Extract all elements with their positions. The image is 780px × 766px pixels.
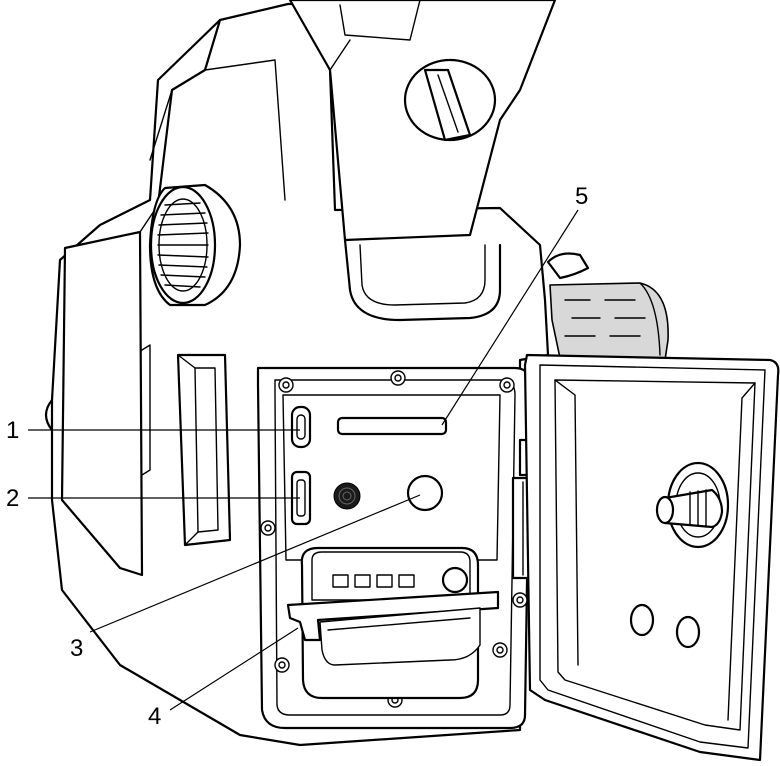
screw-6 <box>274 657 290 673</box>
callout-leaders <box>28 209 579 711</box>
leader-4 <box>169 627 299 711</box>
leader-3 <box>89 494 421 633</box>
compartment <box>256 366 532 730</box>
door-hole-left <box>629 603 655 637</box>
top-panel-line-2 <box>149 89 173 161</box>
callout-1: 1 <box>6 417 19 444</box>
compartment-plate <box>282 394 501 561</box>
battery-grip <box>319 607 481 666</box>
battery-latch <box>286 590 500 642</box>
threaded-socket <box>333 482 361 510</box>
screw-5 <box>512 592 528 608</box>
body-side-curve <box>44 398 54 432</box>
side-display-panel <box>60 230 144 577</box>
screw-3 <box>499 377 515 393</box>
door-lip <box>539 364 766 749</box>
callout-labels: 1 2 3 4 5 <box>6 183 588 730</box>
screw-2 <box>390 370 406 386</box>
knob-grip-ridges <box>157 202 209 288</box>
door-hole-right <box>675 615 701 649</box>
callout-2: 2 <box>6 485 19 512</box>
battery-bay <box>286 546 500 700</box>
door-stud <box>655 461 730 549</box>
side-panel-inner <box>141 344 151 476</box>
handle-knob-grip <box>423 68 472 142</box>
focus-knob <box>148 183 242 307</box>
open-door <box>523 353 780 762</box>
strap-body <box>549 282 669 361</box>
strap <box>546 252 669 361</box>
top-ridge <box>156 18 222 207</box>
callout-3: 3 <box>70 635 83 662</box>
battery-led-row <box>332 574 415 588</box>
callout-5: 5 <box>575 183 588 210</box>
handle <box>288 0 557 322</box>
top-panel-line <box>204 59 286 201</box>
callout-4: 4 <box>148 703 161 730</box>
screws <box>260 370 528 708</box>
screw-4 <box>260 520 276 536</box>
screw-7 <box>492 642 508 658</box>
battery-status-button <box>441 566 469 594</box>
door-outline <box>523 353 780 762</box>
screw-1 <box>278 377 294 393</box>
round-button-3 <box>406 474 444 512</box>
slot-5 <box>336 416 448 436</box>
leader-5 <box>441 209 579 426</box>
side-slot <box>176 353 232 547</box>
port-1 <box>290 405 312 449</box>
